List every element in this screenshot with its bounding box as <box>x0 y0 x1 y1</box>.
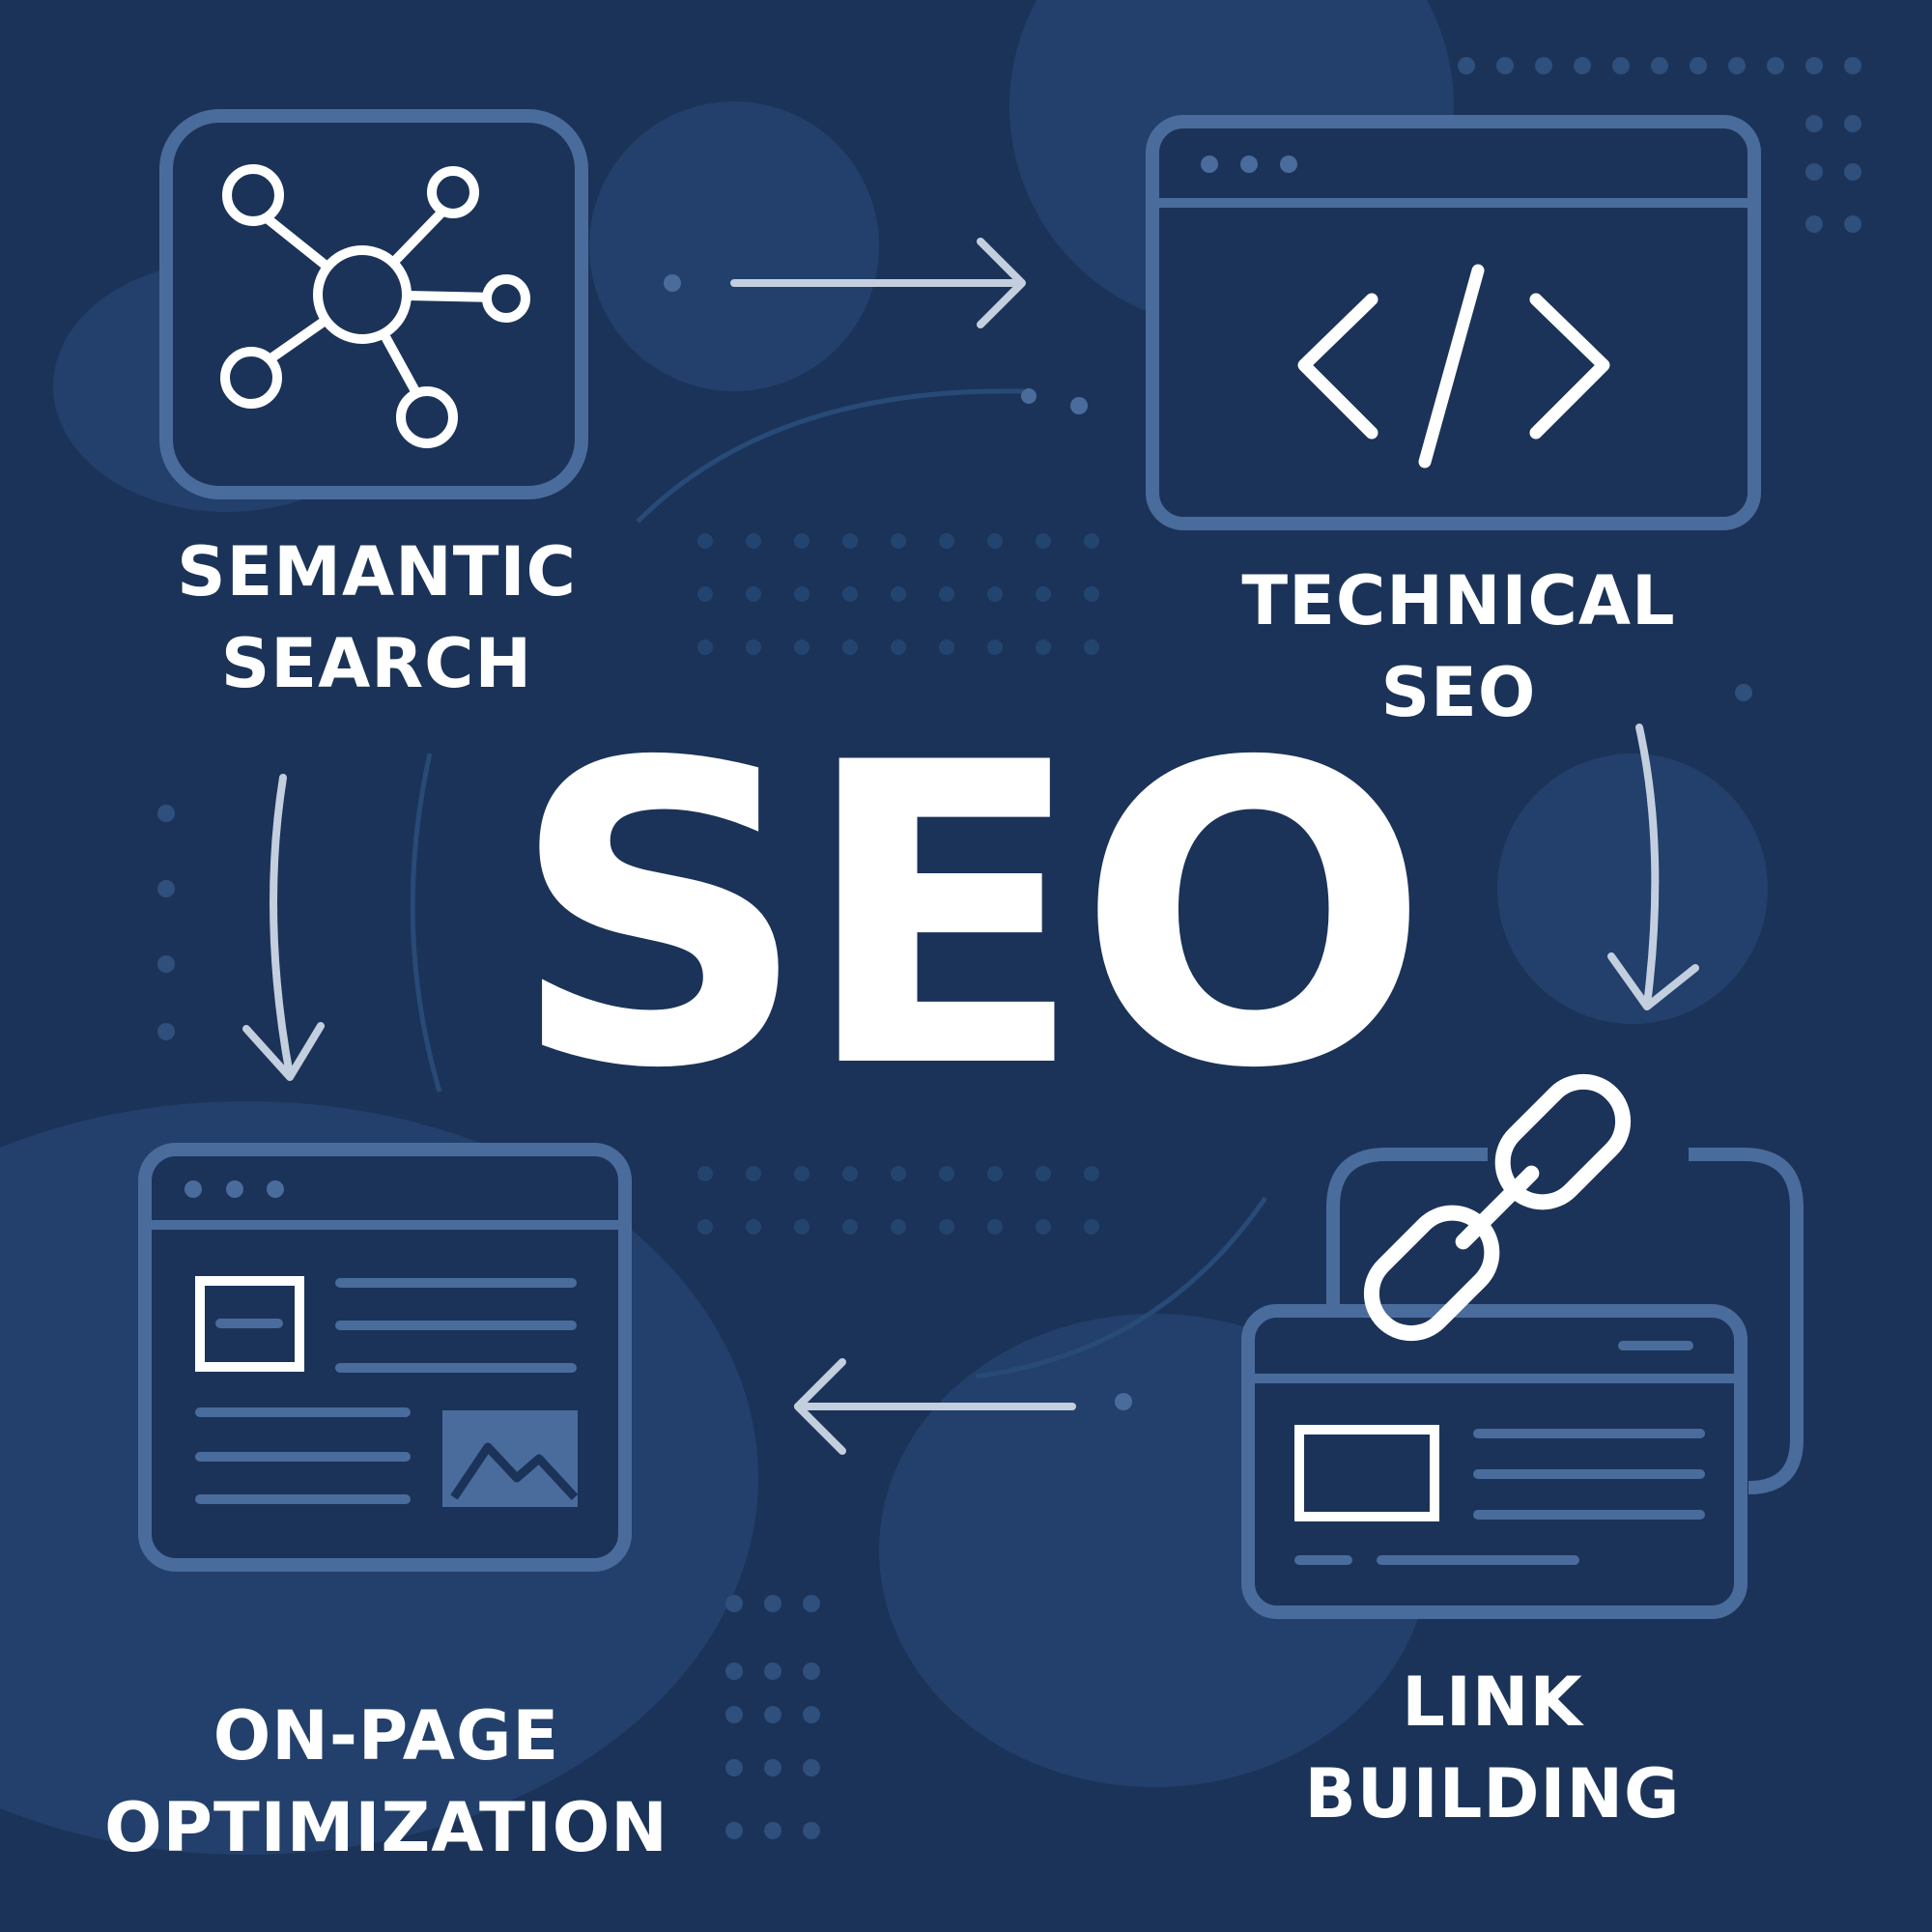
seo-title: SEO <box>509 676 1431 1159</box>
arrow-technical-to-link <box>1607 724 1699 1010</box>
dot-grid-center <box>697 533 1099 1235</box>
semantic-search-line1: SEMANTIC <box>177 532 577 611</box>
background-arc <box>636 388 1025 524</box>
technical-seo-label: TECHNICAL SEO <box>1198 555 1719 739</box>
chain-link-icon <box>1363 1073 1632 1342</box>
link-building-line2: BUILDING <box>1304 1754 1681 1833</box>
arrow-semantic-to-technical <box>730 238 1026 328</box>
semantic-search-label: SEMANTIC SEARCH <box>135 526 618 710</box>
technical-seo-line1: TECHNICAL <box>1241 561 1676 640</box>
dot-grid-top-right <box>1458 57 1861 701</box>
arrow-semantic-to-onpage <box>242 774 325 1081</box>
on-page-optimization-line1: ON-PAGE <box>213 1696 560 1776</box>
dot-grid-bottom <box>725 1595 820 1839</box>
link-building-line1: LINK <box>1402 1662 1583 1742</box>
on-page-optimization-line2: OPTIMIZATION <box>104 1788 668 1867</box>
linked-page-icon <box>1241 1148 1804 1619</box>
background-arc-left <box>410 753 442 1093</box>
code-window-icon <box>1146 115 1761 530</box>
dot-column-left <box>157 805 175 1040</box>
on-page-optimization-label: ON-PAGE OPTIMIZATION <box>87 1690 686 1874</box>
background-arc-lower <box>975 1196 1268 1379</box>
semantic-search-line2: SEARCH <box>220 624 533 703</box>
link-building-label: LINK BUILDING <box>1265 1657 1719 1840</box>
network-graph-icon <box>159 109 588 499</box>
arrow-link-to-onpage <box>794 1358 1076 1455</box>
stray-dots <box>664 274 1132 1410</box>
webpage-layout-icon <box>138 1143 632 1572</box>
technical-seo-line2: SEO <box>1380 653 1537 732</box>
